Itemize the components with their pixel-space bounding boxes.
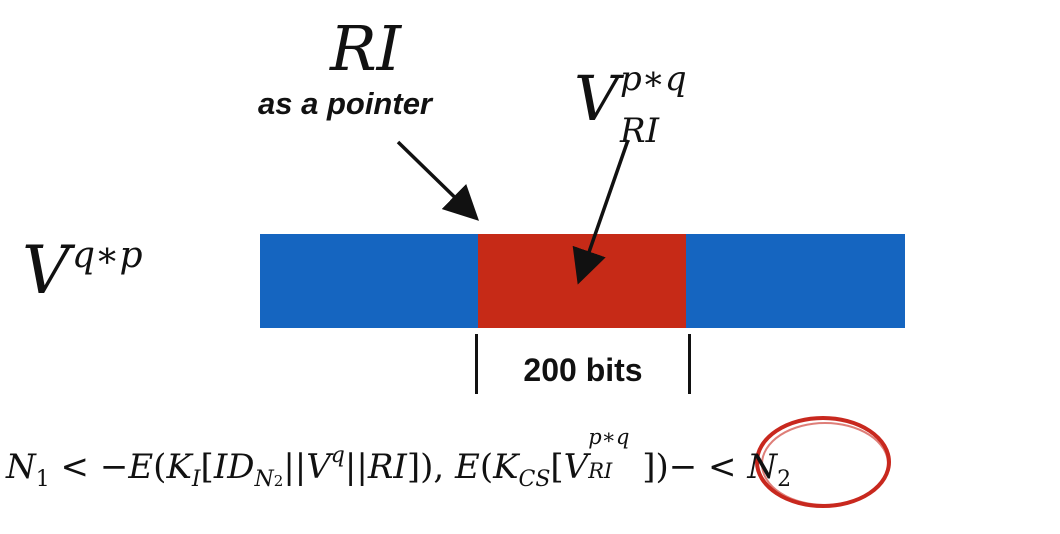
pointer-symbol: RI xyxy=(330,12,402,85)
highlight-circle xyxy=(755,416,891,508)
formula-e2: E xyxy=(455,447,480,487)
formula-id: ID xyxy=(213,447,255,487)
formula-n2: N xyxy=(747,447,778,487)
formula-id-sub-2: 2 xyxy=(273,472,284,490)
pointer-arrow xyxy=(396,140,480,221)
formula-lt1: < − xyxy=(49,447,129,487)
formula-bracket2-open: [ xyxy=(550,447,564,487)
formula-v2-sub: RI xyxy=(588,459,613,483)
segment-label-superscript: p∗q xyxy=(620,59,687,99)
vector-label-base: V xyxy=(22,232,70,309)
pointer-caption: as a pointer xyxy=(258,86,432,121)
formula-n2-sub: 2 xyxy=(777,467,792,492)
highlight-circle-inner xyxy=(761,422,889,506)
formula-ki-sub: I xyxy=(191,467,201,492)
formula-bracket2-close: ]) xyxy=(642,447,669,487)
formula-bracket-open: [ xyxy=(200,447,214,487)
formula-ri: RI xyxy=(367,447,407,487)
width-label: 200 bits xyxy=(523,352,643,388)
width-tick-right xyxy=(688,334,691,394)
formula-vq-sup: q xyxy=(330,443,345,468)
vector-segment-left xyxy=(260,234,478,328)
vector-label: V q∗p xyxy=(22,238,143,304)
formula-e1: E xyxy=(128,447,154,487)
vector-segment-right xyxy=(686,234,905,328)
formula-sep2: || xyxy=(344,447,368,487)
formula-id-sub-n: N xyxy=(254,467,274,492)
vector-label-superscript: q∗p xyxy=(72,235,143,276)
segment-label-base: V xyxy=(574,62,619,135)
formula-open2: ( xyxy=(479,447,494,487)
formula-kcs-sub: CS xyxy=(518,467,551,492)
formula-ki: K xyxy=(166,447,192,487)
formula-sep1: || xyxy=(283,447,307,487)
formula-v2-sup: p∗q xyxy=(588,425,630,449)
formula-v2: V xyxy=(563,447,589,487)
formula-id-sub: N2 xyxy=(255,467,284,492)
formula-bracket-close: ]), xyxy=(406,447,455,487)
formula-open1: ( xyxy=(153,447,167,487)
formula-tail: − < xyxy=(668,447,748,487)
formula-kcs: K xyxy=(493,447,519,487)
formula-n1-sub: 1 xyxy=(35,467,50,492)
formula-vq: V xyxy=(306,447,331,487)
formula-n1: N xyxy=(6,447,36,487)
width-tick-left xyxy=(475,334,478,394)
segment-arrow xyxy=(572,139,630,285)
